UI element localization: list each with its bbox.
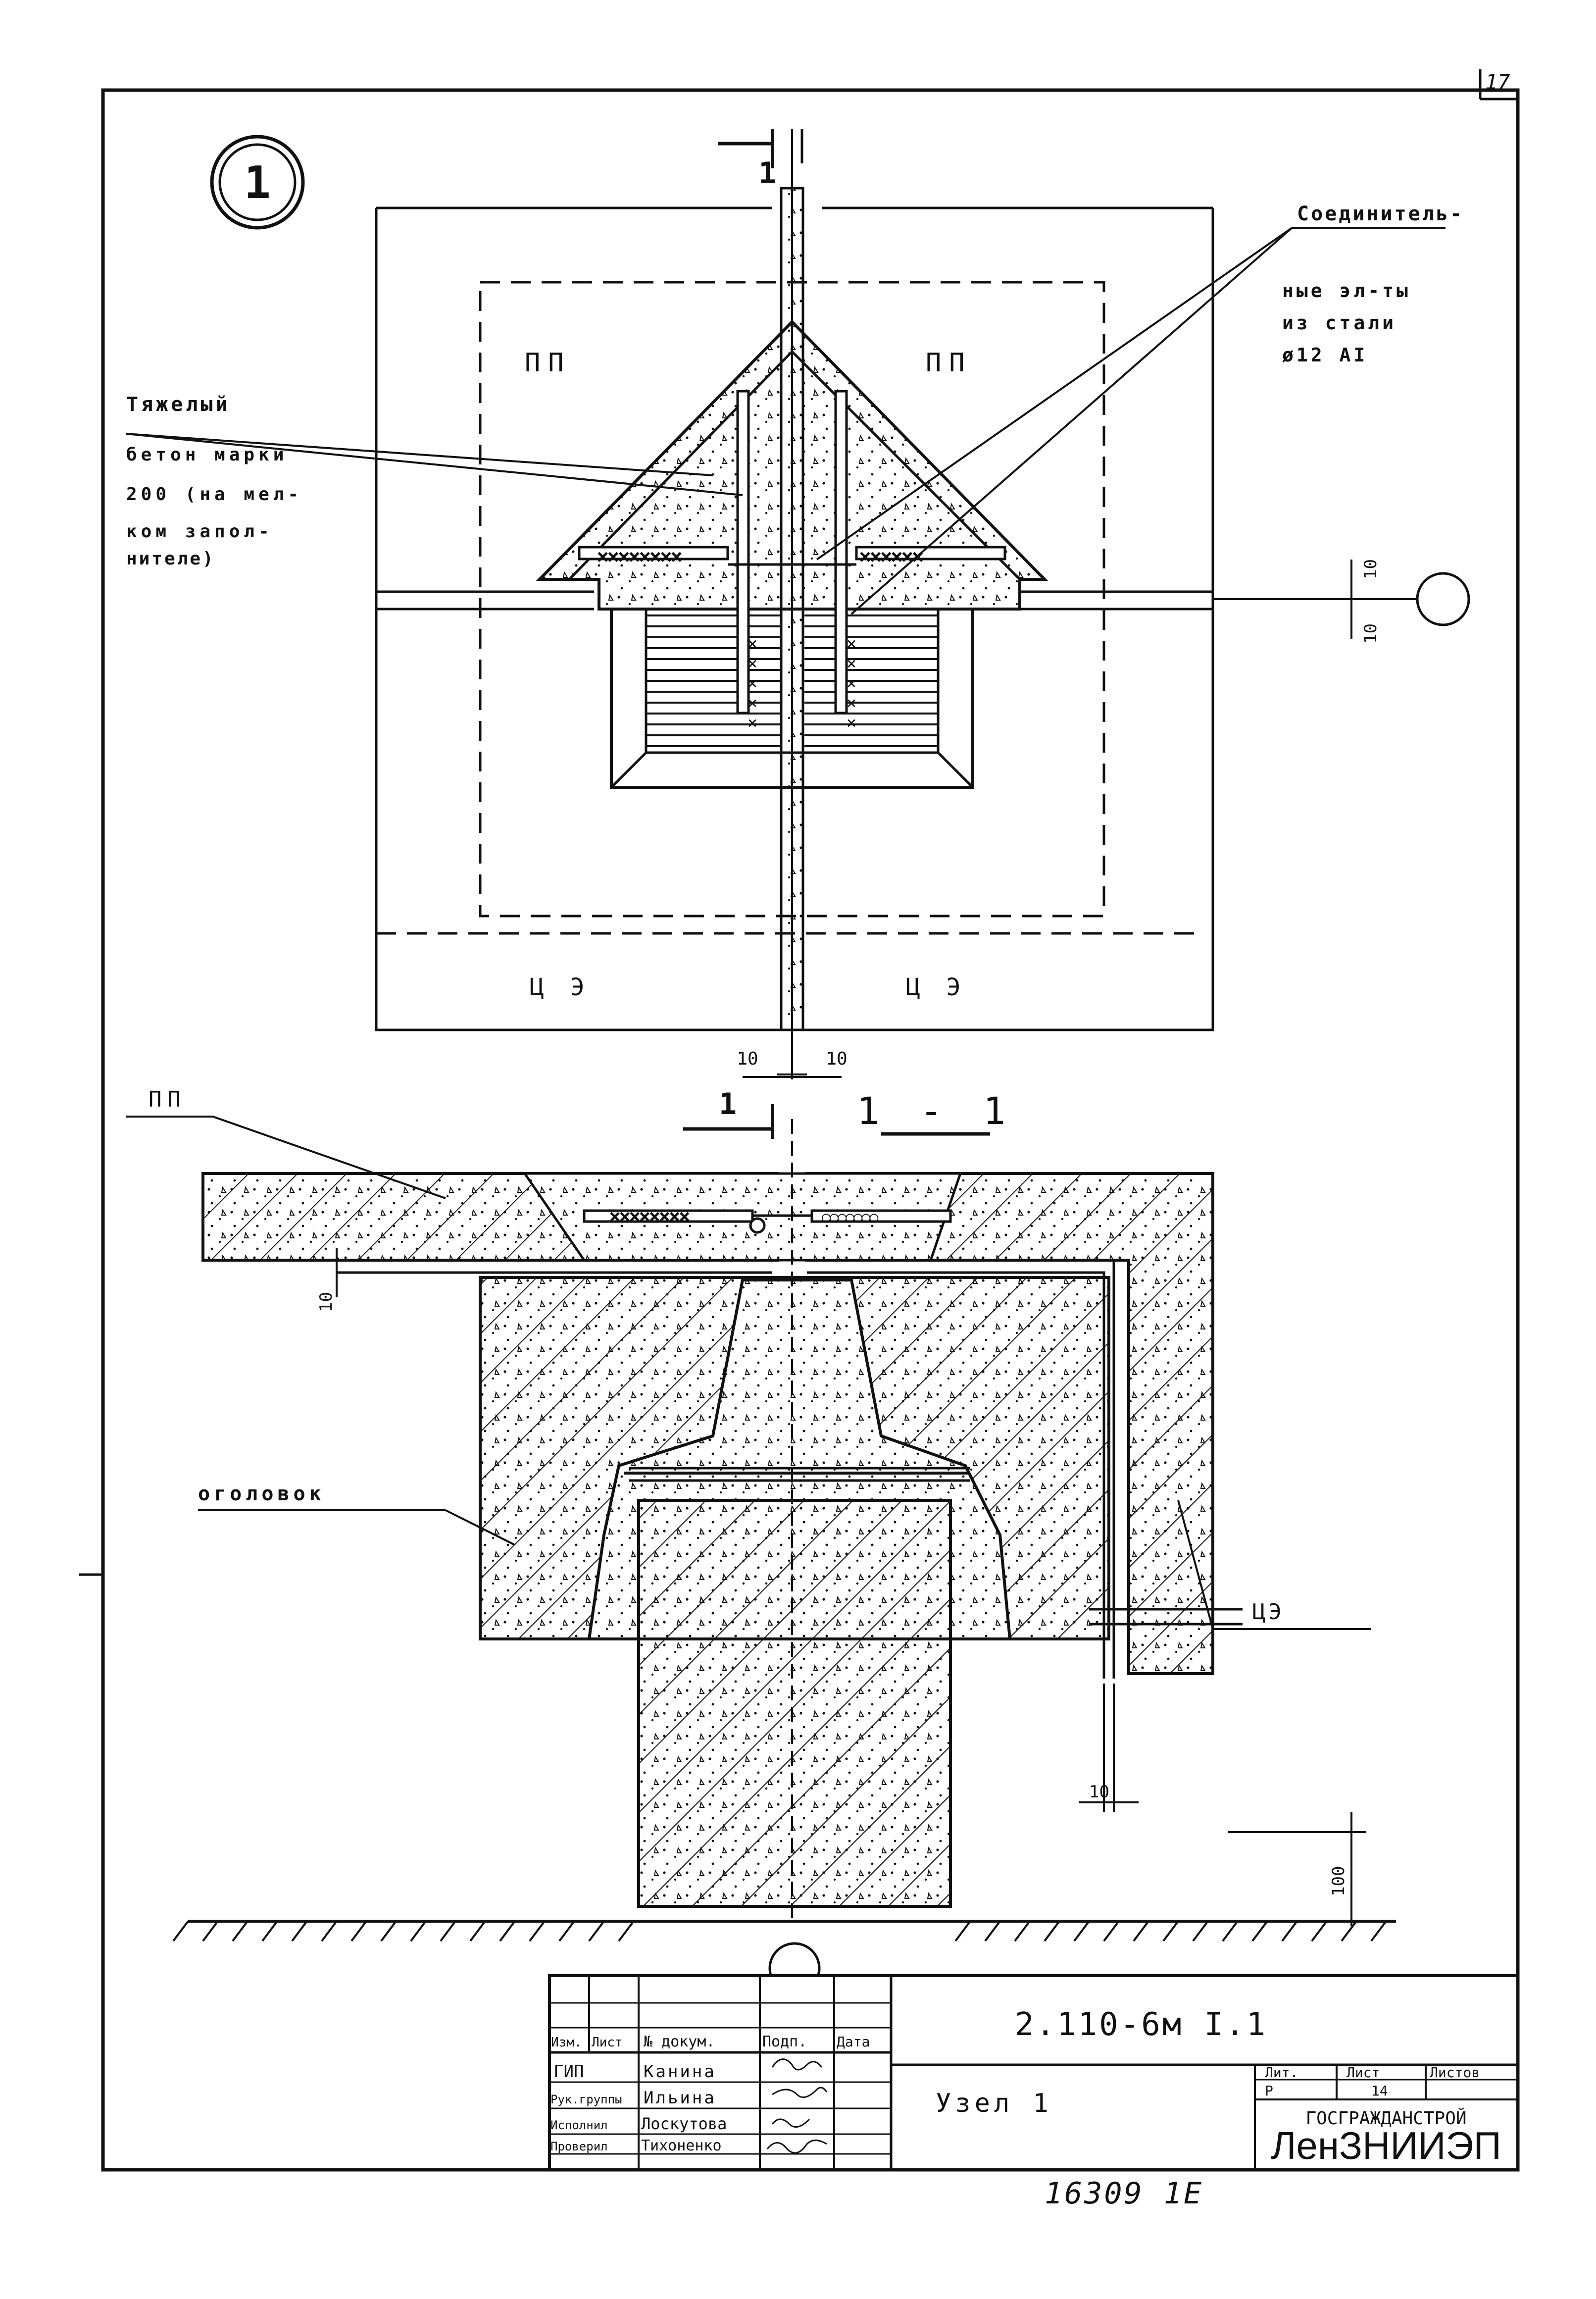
sheet-title: Узел 1 [936,2089,1052,2118]
svg-text:×××××: ××××× [842,634,861,733]
stage-cells: Лит. Лист Листов Р 14 [1265,2064,1480,2099]
name-loskutova: Лоскутова [641,2114,727,2133]
col-header-doc: № докум. [644,2033,715,2050]
name-ilyina: Ильина [644,2088,716,2108]
sheets-label: Листов [1430,2064,1480,2081]
label-pp-right: ПП [926,348,973,378]
concrete-note-line-4: ком запол- [126,521,273,542]
org-top: ГОСГРАЖДАНСТРОЙ [1305,2108,1466,2129]
col-header-sign: Подп. [762,2033,807,2050]
section-label-pp: ПП [149,1087,187,1112]
label-ce-left: Ц Э [530,973,591,1001]
role-checker: Проверил [550,2140,608,2153]
svg-text:○○○○○○○: ○○○○○○○ [822,1209,878,1226]
role-gip: ГИП [553,2062,584,2082]
sheet-label: Лист [1347,2064,1380,2081]
svg-text:×××××: ××××× [743,634,762,733]
stage-value: Р [1265,2083,1273,2099]
connector-note-line-4: ø12 AI [1282,344,1368,366]
title-col-headers: Изм. Лист № докум. Подп. Дата [551,2033,870,2050]
col-header-list: Лист [592,2035,623,2050]
connector-note-line-3: из стали [1282,312,1396,334]
sheet-corner-number: 17 [1485,70,1510,94]
dim-slab-gap: 10 [316,1292,336,1312]
col-header-izm: Изм. [551,2035,582,2050]
section-label-head: оголовок [198,1482,325,1505]
col-header-date: Дата [837,2034,870,2050]
role-group-lead: Рук.группы [550,2093,622,2106]
label-ce-right: Ц Э [906,973,967,1001]
dim-v-upper: 10 [1361,559,1381,579]
concrete-note-line-1: Тяжелый [126,393,231,416]
concrete-note-line-2: бетон марки [126,445,288,465]
doc-code: 2.110-6м I.1 [1015,2006,1267,2043]
dim-column-gap: 10 [1089,1782,1109,1802]
section-title: 1 - 1 [857,1089,1015,1133]
dim-gap-right: 10 [826,1049,847,1069]
svg-text:××××××××: ×××××××× [609,1205,690,1228]
dim-gap-left: 10 [737,1049,758,1069]
plan-section-marker: 1 [758,156,776,191]
section-marker-left: 1 [719,1087,737,1122]
name-kanina: Канина [644,2062,716,2082]
node-marker-label: 1 [244,157,271,209]
connector-note: Соединитель- ные эл-ты из стали ø12 AI [1282,203,1464,366]
svg-text:××××××: ×××××× [859,544,923,568]
role-executor: Исполнил [550,2118,608,2132]
connector-note-line-1: Соединитель- [1297,203,1464,225]
concrete-note-line-3: 200 (на мел- [126,484,302,505]
dim-v-lower: 10 [1361,623,1381,644]
sheet-value: 14 [1371,2083,1388,2099]
name-tikhonenko: Тихоненко [641,2137,722,2154]
org-bottom: ЛенЗНИИЭП [1271,2124,1501,2167]
svg-text:××××××××: ×××××××× [597,544,682,568]
concrete-note-line-5: нителе) [126,549,215,569]
title-roles: ГИП Рук.группы Исполнил Проверил [550,2062,622,2153]
bottom-note: 16309 1Е [1045,2176,1203,2211]
connector-note-line-2: ные эл-ты [1282,280,1411,302]
label-pp-left: ПП [525,348,572,378]
section-label-ce: ЦЭ [1252,1599,1285,1625]
title-block [548,1974,1519,2171]
node-marker [210,135,305,230]
section-view: ×××××××× ○○○○○○○ [126,1104,1396,1994]
concrete-note: Тяжелый бетон марки 200 (на мел- ком зап… [126,393,302,569]
title-names: Канина Ильина Лоскутова Тихоненко [641,2062,727,2154]
dim-ground: 100 [1329,1866,1348,1896]
stage-label: Лит. [1265,2064,1298,2081]
plan-view: ×××××××× ×××××× ××××× ××××× [126,129,1470,1079]
